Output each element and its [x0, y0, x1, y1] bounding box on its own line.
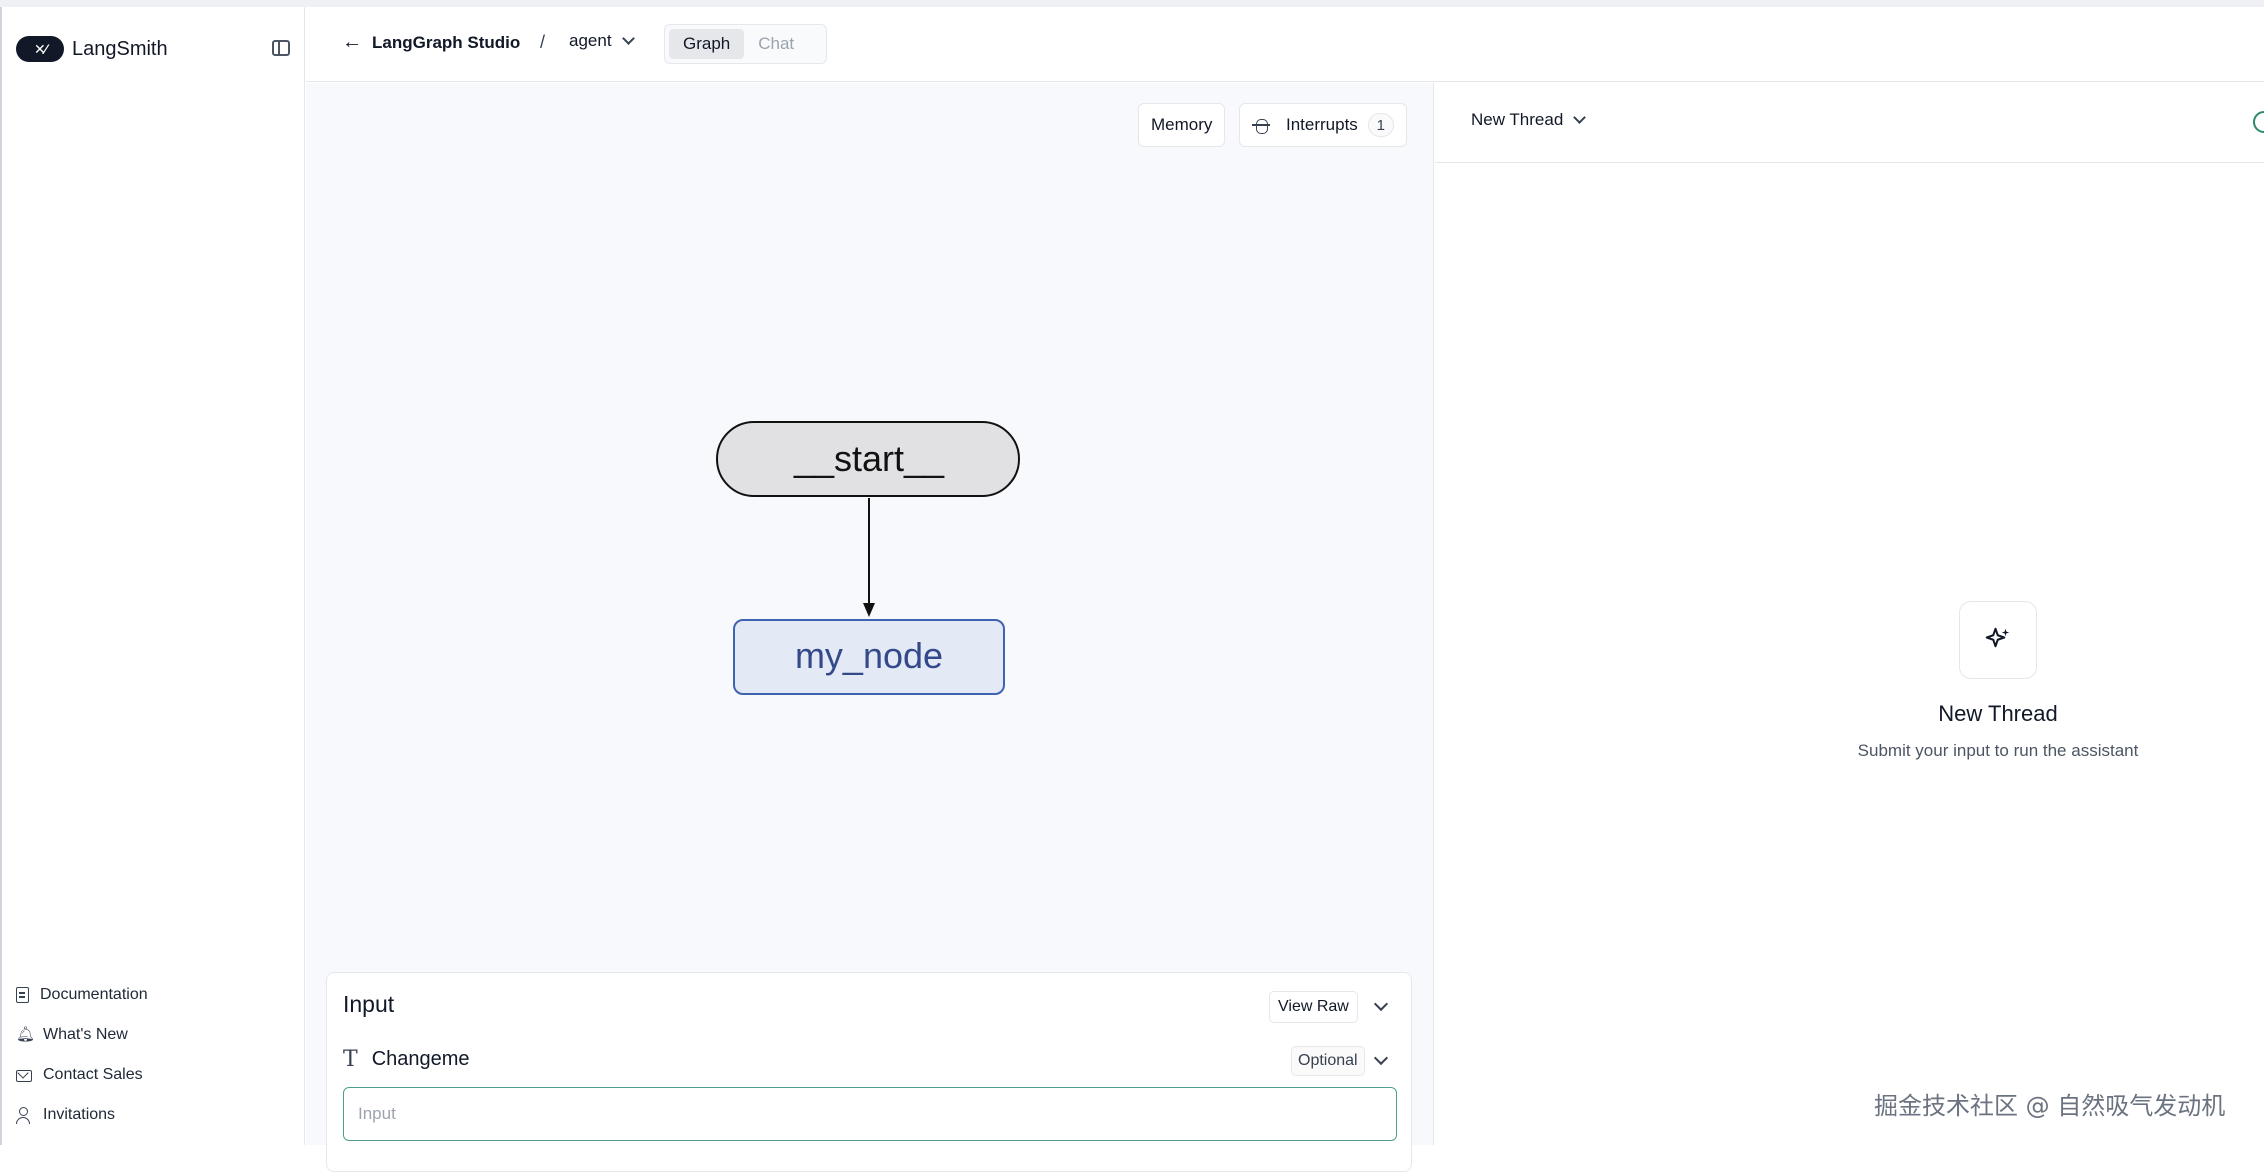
empty-state-subtitle: Submit your input to run the assistant: [1857, 741, 2139, 760]
status-circle-icon[interactable]: [2253, 111, 2264, 133]
sparkle-icon-box: [1959, 601, 2037, 679]
thread-panel: New Thread New Thread Submit your input …: [1435, 83, 2264, 1145]
view-raw-button[interactable]: View Raw: [1269, 991, 1358, 1023]
thread-selector-label: New Thread: [1471, 110, 1564, 129]
input-panel-title: Input: [343, 991, 395, 1017]
view-mode-toggle: Graph Chat: [664, 24, 827, 64]
langsmith-logo-icon: ✕⁄: [16, 36, 64, 62]
arrow-left-icon: ←: [342, 31, 362, 53]
tab-graph[interactable]: Graph: [669, 29, 745, 59]
changeme-input[interactable]: [343, 1087, 1397, 1141]
sidebar-toggle-icon[interactable]: [272, 40, 290, 56]
sidebar-link-whats-new[interactable]: 🔔︎ What's New: [16, 1015, 296, 1055]
sparkle-icon: [1985, 627, 2010, 648]
sidebar-footer-links: Documentation 🔔︎ What's New Contact Sale…: [16, 975, 296, 1135]
chevron-down-icon: [1573, 111, 1587, 124]
studio-header: ← LangGraph Studio / agent Graph Chat: [306, 7, 2264, 82]
sidebar-link-documentation[interactable]: Documentation: [16, 975, 296, 1015]
user-plus-icon: [16, 1107, 32, 1124]
field-header: T Changeme: [343, 1047, 470, 1072]
field-label-changeme: Changeme: [371, 1048, 470, 1070]
my-node-label: my_node: [795, 635, 943, 676]
start-node-shape: [716, 421, 1020, 497]
agent-name: agent: [569, 31, 612, 50]
breadcrumb-studio: LangGraph Studio: [372, 32, 521, 52]
memory-button[interactable]: Memory: [1138, 103, 1226, 147]
document-icon: [16, 987, 29, 1003]
memory-button-label: Memory: [1151, 115, 1213, 134]
thread-header: New Thread: [1435, 83, 2264, 163]
interrupts-button-label: Interrupts: [1286, 115, 1358, 134]
graph-node-start[interactable]: __start__: [716, 421, 1020, 497]
graph-node-my-node[interactable]: my_node: [733, 619, 1005, 695]
text-type-icon: T: [343, 1047, 358, 1072]
watermark: 掘金技术社区 @ 自然吸气发动机: [1874, 1092, 2226, 1120]
start-node-label: __start__: [793, 438, 945, 479]
my-node-shape: [733, 619, 1005, 695]
brand[interactable]: ✕⁄ LangSmith: [16, 31, 168, 67]
thread-selector[interactable]: New Thread: [1471, 110, 1587, 130]
tab-chat[interactable]: Chat: [758, 34, 795, 53]
graph-canvas[interactable]: __start__ my_node Memory Interrupts 1 In…: [306, 83, 1434, 1172]
empty-state-title: New Thread: [1938, 701, 2058, 726]
sidebar-link-label: What's New: [43, 1026, 128, 1043]
sidebar-link-contact-sales[interactable]: Contact Sales: [16, 1055, 296, 1095]
interrupts-button[interactable]: Interrupts 1: [1239, 103, 1407, 147]
sidebar-link-label: Invitations: [43, 1106, 116, 1123]
mail-icon: [16, 1070, 32, 1082]
sidebar-link-label: Documentation: [40, 986, 148, 1003]
bell-icon: 🔔︎: [16, 1026, 36, 1043]
sidebar-link-label: Contact Sales: [43, 1066, 143, 1083]
sidebar-link-invitations[interactable]: Invitations: [16, 1095, 296, 1135]
sidebar: ✕⁄ LangSmith Documentation 🔔︎ What's New…: [0, 7, 305, 1145]
top-border: [0, 0, 2264, 7]
chevron-down-icon: [621, 32, 635, 45]
brand-name: LangSmith: [72, 37, 168, 60]
back-to-studio-link[interactable]: ← LangGraph Studio: [342, 31, 520, 54]
graph-diagram: __start__ my_node: [716, 421, 1020, 695]
breadcrumb-separator: /: [540, 32, 546, 52]
agent-selector[interactable]: agent: [569, 31, 635, 51]
interrupts-count-badge: 1: [1367, 113, 1394, 137]
input-panel: Input View Raw T Changeme Optional: [326, 972, 1412, 1172]
optional-badge[interactable]: Optional: [1291, 1046, 1365, 1076]
field-options-chevron-icon[interactable]: [1373, 1050, 1389, 1066]
bug-icon: [1252, 115, 1272, 135]
collapse-input-chevron-icon[interactable]: [1373, 996, 1389, 1012]
